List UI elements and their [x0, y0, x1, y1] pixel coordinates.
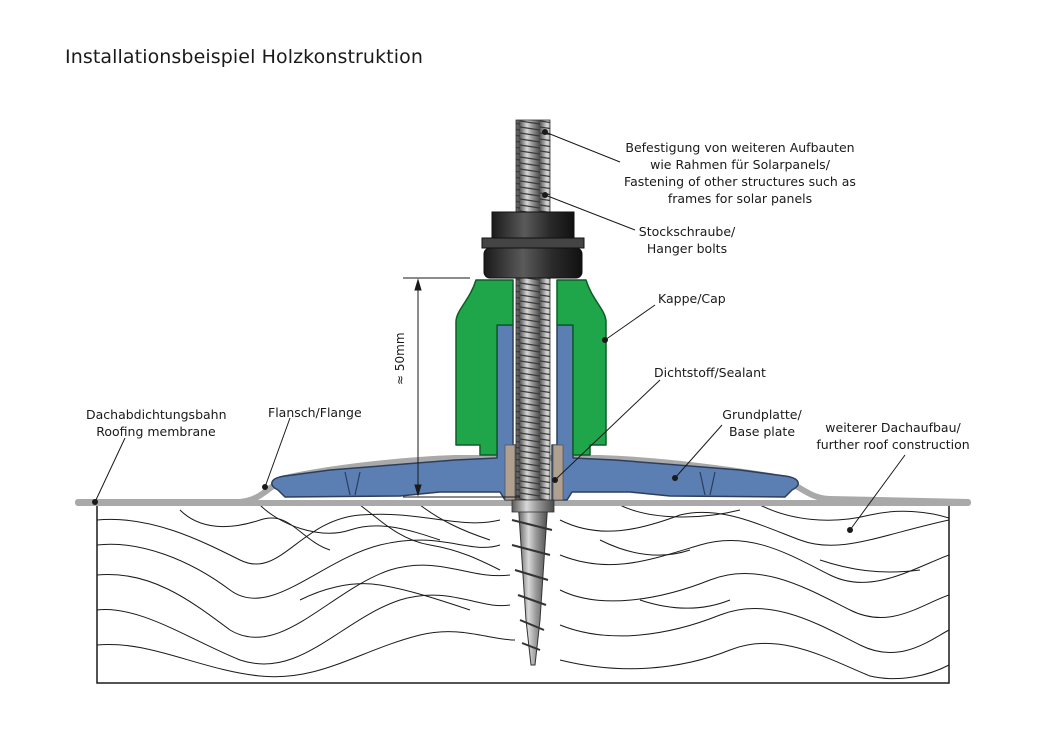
base-plate-ribs — [344, 471, 716, 496]
label-fastening: Befestigung von weiteren Aufbauten wie R… — [624, 140, 856, 206]
base-plate — [271, 324, 521, 501]
label-roofing-membrane: Dachabdichtungsbahn Roofing membrane — [86, 407, 227, 439]
label-hanger-bolts: Stockschraube/ Hanger bolts — [638, 224, 736, 256]
leader-dot — [847, 527, 853, 533]
leader-dot — [262, 484, 268, 490]
leader-flange — [264, 417, 291, 488]
washer — [483, 247, 583, 279]
leader-dot — [602, 337, 608, 343]
sealant-insert — [504, 444, 516, 501]
sealant-insert — [552, 444, 564, 501]
leader-dot — [542, 192, 548, 198]
label-sealant: Dichtstoff/Sealant — [654, 365, 766, 380]
wood-block — [96, 504, 950, 684]
label-roof-construction: weiterer Dachaufbau/ further roof constr… — [816, 420, 970, 452]
label-flange: Flansch/Flange — [268, 405, 362, 420]
label-cap: Kappe/Cap — [658, 291, 726, 306]
bolt-collar — [511, 499, 555, 513]
hanger-bolt-screw-tip — [517, 499, 549, 666]
screw-thread — [511, 519, 553, 651]
leader-cap — [604, 304, 656, 341]
leader-dot — [672, 475, 678, 481]
cap — [455, 279, 514, 456]
dimension-label: ≈ 50mm — [393, 332, 407, 385]
leader-dot — [92, 499, 98, 505]
dimension-50mm — [403, 277, 520, 498]
cap — [556, 279, 607, 456]
base-plate — [551, 324, 799, 501]
washer — [481, 237, 585, 249]
leader-membrane — [94, 437, 126, 503]
leader-dot — [542, 129, 548, 135]
leader-sealant — [554, 379, 661, 481]
label-base-plate: Grundplatte/ Base plate — [722, 407, 802, 439]
hex-nut — [491, 211, 575, 239]
leader-roof — [849, 454, 906, 531]
leader-hanger — [544, 194, 636, 231]
leader-baseplate — [674, 424, 723, 479]
leader-fastening — [544, 131, 621, 163]
page-title: Installationsbeispiel Holzkonstruktion — [65, 46, 423, 68]
hanger-bolt-shaft — [515, 119, 551, 501]
leader-dot — [552, 477, 558, 483]
